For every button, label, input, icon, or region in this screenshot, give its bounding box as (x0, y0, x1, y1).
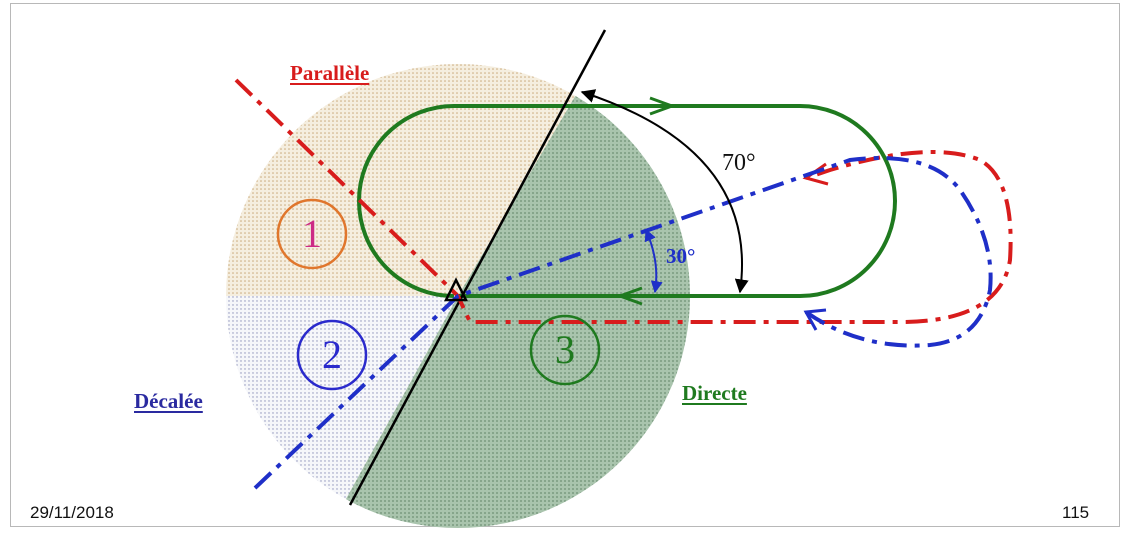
angle-30-arc (644, 228, 663, 294)
zone-3-number: 3 (555, 327, 575, 372)
angle-30-label: 30° (666, 244, 696, 268)
footer-page-number: 115 (1062, 503, 1090, 522)
zone-2-number: 2 (322, 332, 342, 377)
parallele-path (234, 78, 1013, 324)
footer-date: 29/11/2018 (30, 503, 114, 522)
racetrack (357, 104, 897, 298)
decalee-path (253, 156, 993, 490)
label-directe: Directe (682, 381, 747, 405)
zone-3-circle (529, 314, 601, 386)
sector-parallele (226, 64, 594, 296)
zone-2-circle (296, 319, 368, 391)
triangle-icon (443, 277, 469, 302)
label-parallele: Parallèle (290, 61, 370, 85)
angle-70-arc (580, 89, 749, 294)
decalee-arrow (803, 308, 827, 331)
zone-1-number: 1 (302, 211, 322, 256)
angle-70-label: 70° (722, 150, 756, 176)
zone-1-circle (276, 198, 348, 270)
sector-boundary-line (348, 29, 607, 506)
label-decalee: Décalée (134, 389, 203, 413)
